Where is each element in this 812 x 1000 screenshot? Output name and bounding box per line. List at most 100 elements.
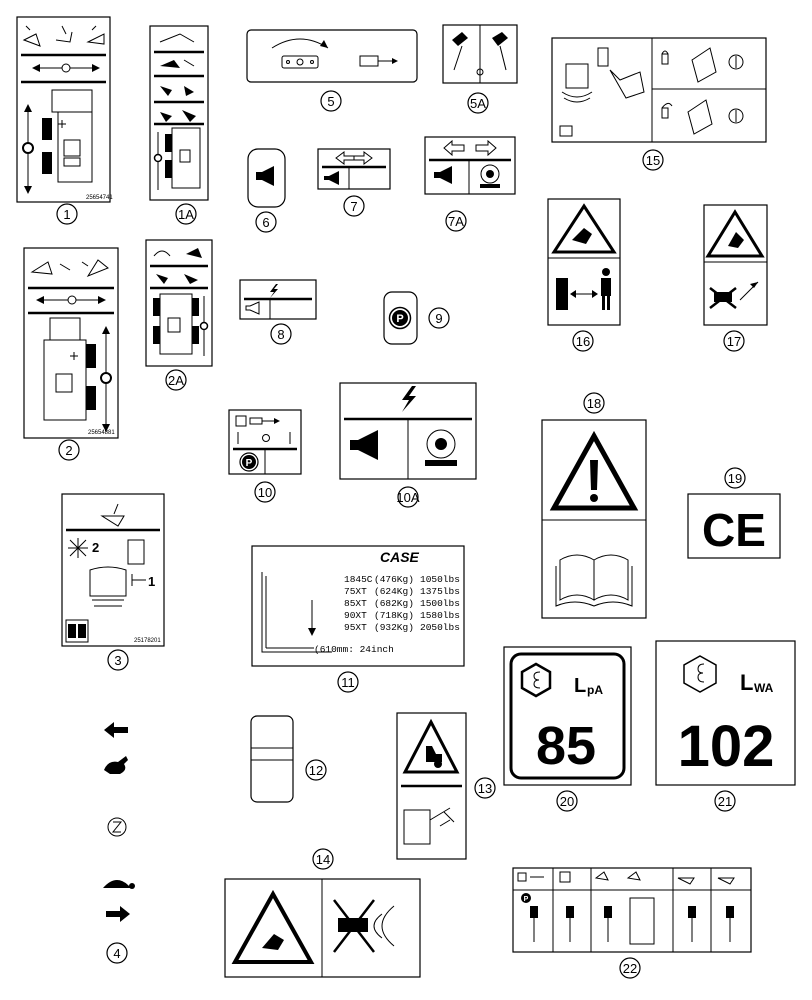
sound-pressure-sub: pA (587, 683, 603, 697)
callout-10A: 10A (396, 490, 419, 505)
load-kg: (718Kg) (374, 610, 414, 621)
decal-18 (541, 419, 647, 619)
callout-7A: 7A (448, 214, 464, 229)
callout-ring (556, 790, 578, 812)
load-model: 75XT (344, 586, 367, 597)
horn-icon (256, 166, 274, 186)
load-model: 95XT (344, 622, 367, 633)
callout-ring (255, 211, 277, 233)
callout-10: 10 (258, 485, 272, 500)
horn-icon (245, 301, 260, 315)
horn-icon (350, 430, 378, 460)
callout-ring (445, 210, 467, 232)
callout-22: 22 (623, 961, 637, 976)
decal-2: 25654881 (23, 247, 119, 439)
callout-11: 11 (341, 675, 355, 690)
sound-power-value: 102 (678, 714, 775, 779)
warning-triangle-icon (549, 430, 639, 511)
manual-book-icon (555, 554, 633, 607)
callout-4: 4 (113, 946, 120, 961)
decal-5 (246, 29, 418, 83)
beacon-icon (480, 164, 500, 188)
callout-17: 17 (727, 334, 741, 349)
case-logo: CASE (380, 549, 420, 565)
arrow-left-icon (104, 722, 128, 738)
decal-9: P (383, 291, 418, 345)
no-hands-icon (333, 899, 395, 953)
lightning-icon (270, 284, 278, 298)
tractor-topview-icon (22, 89, 93, 194)
load-lbs: 1050lbs (420, 574, 460, 585)
callout-ring (106, 942, 128, 964)
callout-ring (724, 467, 746, 489)
turn-signal-arrows-icon (443, 139, 497, 157)
noise-hexagon-icon (520, 662, 552, 698)
horn-icon (434, 166, 452, 184)
decal-7A (424, 136, 516, 195)
decal-17 (703, 204, 768, 326)
joystick-lever-icon (530, 897, 734, 945)
callout-ring (572, 330, 594, 352)
decal-5A (442, 24, 518, 84)
load-kg: (932Kg) (374, 622, 414, 633)
joystick-label-1: 1 (148, 574, 155, 589)
decal-10A (339, 382, 477, 480)
joystick-label-2: 2 (92, 540, 99, 555)
warning-triangle-icon (551, 203, 617, 254)
load-kg: (624Kg) (374, 586, 414, 597)
callout-16: 16 (576, 334, 590, 349)
callout-2A: 2A (168, 373, 184, 388)
horn-icon (324, 171, 339, 185)
decal-1A (149, 25, 209, 201)
lightning-icon (402, 386, 416, 412)
callout-ring (107, 649, 129, 671)
callout-21: 21 (718, 794, 732, 809)
warning-triangle-icon (231, 889, 315, 964)
load-table: 1845C (476Kg) 1050lbs 75XT (624Kg) 1375l… (344, 574, 460, 633)
callout-ring (305, 759, 327, 781)
load-kg: (476Kg) (374, 574, 414, 585)
callout-15: 15 (646, 153, 660, 168)
decal-2A (145, 239, 213, 367)
callout-ring (642, 149, 664, 171)
warning-triangle-icon (705, 209, 765, 258)
parking-brake-icon: P (246, 458, 253, 469)
callout-ring (56, 203, 78, 225)
callout-19: 19 (728, 471, 742, 486)
callout-ring (467, 92, 489, 114)
load-distance: (610mm: 24inch (314, 644, 394, 655)
callout-ring (270, 323, 292, 345)
rabbit-fast-icon (104, 756, 128, 774)
decal-3: 2 1 25178201 (61, 493, 165, 647)
warning-triangle-icon (402, 718, 460, 774)
decal-20: L pA 85 (503, 646, 632, 786)
decal-6 (247, 148, 286, 208)
decal-15 (551, 37, 767, 143)
callout-20: 20 (560, 794, 574, 809)
load-kg: (682Kg) (374, 598, 414, 609)
callout-12: 12 (309, 763, 323, 778)
arrow-right-icon (106, 906, 130, 922)
turtle-slow-icon (103, 880, 135, 889)
load-lbs: 2050lbs (420, 622, 460, 633)
decal-22: P (512, 867, 752, 953)
callout-ring (583, 392, 605, 414)
callout-ring (58, 439, 80, 461)
joystick-pattern-icon (68, 538, 88, 558)
callout-7: 7 (350, 199, 357, 214)
load-model: 1845C (344, 574, 373, 585)
callout-8: 8 (277, 327, 284, 342)
decal-21: L WA 102 (655, 640, 796, 786)
callout-ring (714, 790, 736, 812)
callout-ring (165, 369, 187, 391)
decal-13 (396, 712, 467, 860)
parking-brake-icon: P (396, 313, 403, 325)
sound-pressure-label: L (574, 675, 586, 697)
callout-5A: 5A (470, 96, 486, 111)
load-model: 90XT (344, 610, 367, 621)
callout-ring (474, 777, 496, 799)
float-arrow-icon (32, 63, 100, 73)
load-lbs: 1375lbs (420, 586, 460, 597)
callout-ring (320, 90, 342, 112)
